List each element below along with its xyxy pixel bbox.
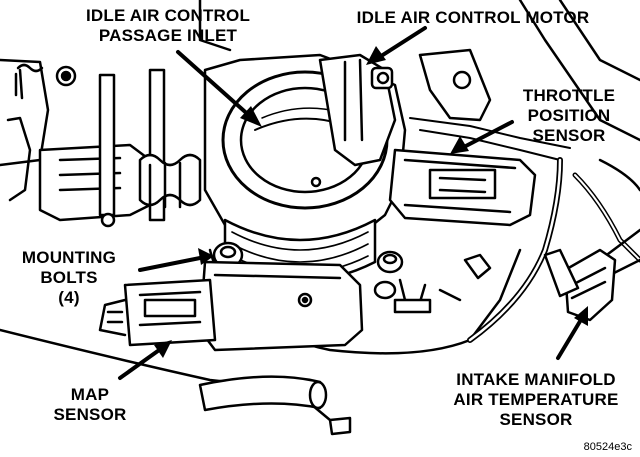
lower-hose xyxy=(198,253,492,436)
label-line: AIR TEMPERATURE xyxy=(453,390,619,409)
label-line: SENSOR xyxy=(53,405,127,424)
air-temperature-sensor xyxy=(543,248,617,322)
arrow-mounting-bolts xyxy=(138,248,214,272)
label-idle-air-control-motor: IDLE AIR CONTROL MOTOR xyxy=(332,8,614,28)
label-line: MOUNTING xyxy=(21,248,117,267)
label-line: (4) xyxy=(58,288,80,307)
label-line: IDLE AIR CONTROL xyxy=(85,6,251,25)
throttle-linkage xyxy=(0,58,202,228)
arrow-iac-motor xyxy=(366,26,427,65)
arrow-tps xyxy=(450,120,514,154)
figure-reference-number: 80524e3c xyxy=(583,441,632,453)
label-line: THROTTLE xyxy=(522,86,616,105)
arrow-iat xyxy=(556,306,588,360)
label-idle-air-control-passage-inlet: IDLE AIR CONTROL PASSAGE INLET xyxy=(62,6,274,46)
label-line: SENSOR xyxy=(499,410,573,429)
label-line: BOLTS xyxy=(40,268,98,287)
label-line: IDLE AIR CONTROL MOTOR xyxy=(356,8,590,27)
label-line: MAP xyxy=(70,385,110,404)
map-sensor xyxy=(98,260,364,352)
mounting-bolts xyxy=(212,241,462,314)
label-mounting-bolts: MOUNTING BOLTS (4) xyxy=(10,248,128,308)
label-intake-manifold-air-temperature-sensor: INTAKE MANIFOLD AIR TEMPERATURE SENSOR xyxy=(438,370,634,430)
label-line: POSITION xyxy=(527,106,611,125)
arrow-iac-passage xyxy=(176,50,262,127)
label-line: INTAKE MANIFOLD xyxy=(456,370,616,389)
label-map-sensor: MAP SENSOR xyxy=(38,385,142,425)
leader-arrows xyxy=(118,26,588,380)
label-throttle-position-sensor: THROTTLE POSITION SENSOR xyxy=(508,86,630,146)
arrow-map xyxy=(118,340,172,380)
label-line: PASSAGE INLET xyxy=(98,26,238,45)
wiring-harness xyxy=(467,157,640,343)
label-line: SENSOR xyxy=(532,126,606,145)
idle-air-control-motor xyxy=(318,53,397,167)
